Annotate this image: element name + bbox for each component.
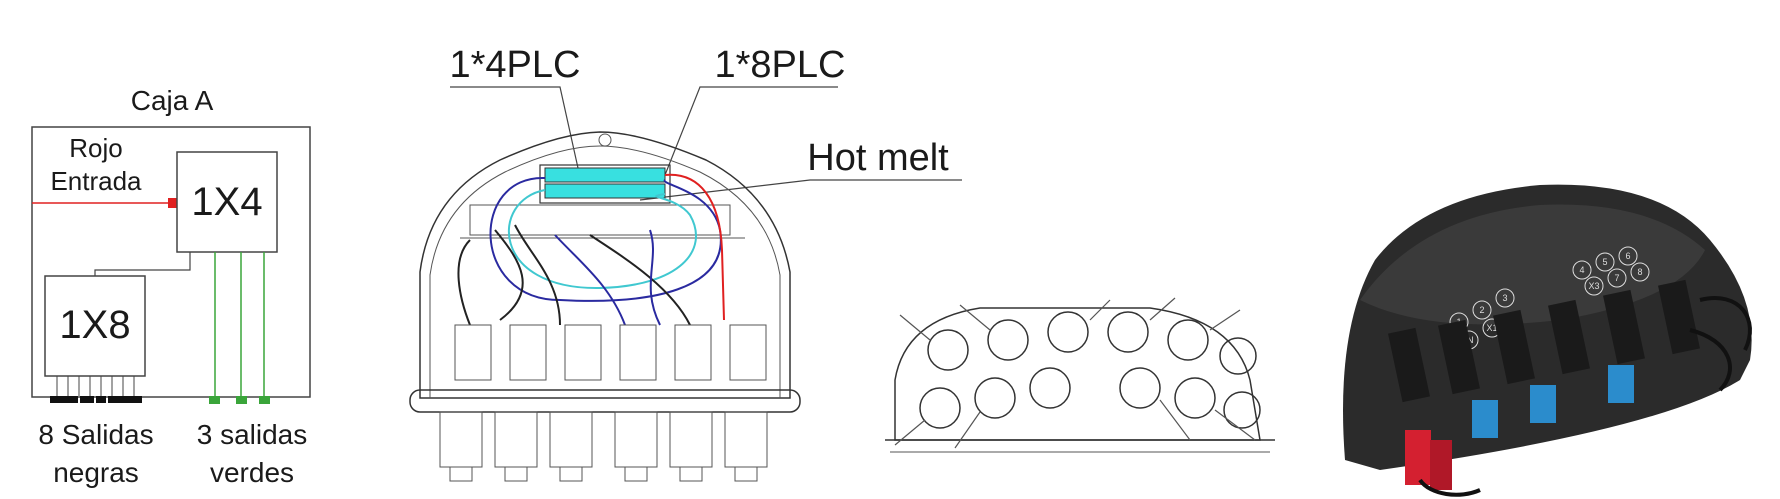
callout-leaders xyxy=(450,86,962,201)
port-row-top xyxy=(927,311,1257,375)
port-label-group-right: 4 5 6 X3 7 8 xyxy=(1572,246,1650,296)
splitter-1x8 xyxy=(44,275,146,377)
black-outputs xyxy=(50,376,142,403)
red-connector xyxy=(1405,430,1431,485)
port-leads xyxy=(894,297,1256,449)
panel-b-interior: 1*4PLC 1*8PLC Hot melt xyxy=(409,44,962,482)
link-1x4-to-1x8 xyxy=(94,252,191,276)
blue-connector xyxy=(1608,365,1634,403)
base-plate xyxy=(409,389,801,413)
panel-a-schematic: Caja A Rojo Entrada 1X4 1X8 xyxy=(31,85,311,488)
bottom-adapters xyxy=(439,411,768,482)
svg-text:X3: X3 xyxy=(1588,281,1599,291)
callout-hotmelt: Hot melt xyxy=(807,137,949,179)
port-face-outline xyxy=(894,307,1261,441)
green-outputs-label-line2: verdes xyxy=(210,457,294,488)
red-connector xyxy=(1430,440,1452,490)
input-label-line1: Rojo xyxy=(69,133,122,163)
svg-text:8: 8 xyxy=(1637,267,1642,277)
panel-d-product-photo: 1 2 3 IN X1 4 5 6 X3 7 8 xyxy=(1343,184,1752,497)
green-outputs-label-line1: 3 salidas xyxy=(197,419,308,450)
green-outputs xyxy=(209,252,270,404)
panel-c-port-face xyxy=(885,297,1275,453)
svg-text:3: 3 xyxy=(1502,293,1507,303)
splitter-1x8-label: 1X8 xyxy=(59,303,130,347)
splitter-1x4-label: 1X4 xyxy=(191,180,262,224)
port-row-bottom xyxy=(919,367,1261,429)
callout-plc8: 1*8PLC xyxy=(715,44,846,86)
cable-glands xyxy=(454,324,767,381)
plc-1x8-body xyxy=(544,183,666,199)
blue-connector xyxy=(1472,400,1498,438)
black-outputs-label-line2: negras xyxy=(53,457,139,488)
svg-text:4: 4 xyxy=(1579,265,1584,275)
black-outputs-label-line1: 8 Salidas xyxy=(38,419,153,450)
svg-text:5: 5 xyxy=(1602,257,1607,267)
callout-plc4: 1*4PLC xyxy=(450,44,581,86)
mounting-hole xyxy=(598,133,612,147)
fiber-routing xyxy=(457,173,725,326)
svg-text:7: 7 xyxy=(1614,273,1619,283)
svg-text:X1: X1 xyxy=(1486,323,1497,333)
red-input-connector xyxy=(168,198,178,208)
plc-1x4-body xyxy=(544,167,666,183)
splice-tray xyxy=(469,204,731,236)
housing-outline xyxy=(419,131,791,399)
blue-connector xyxy=(1530,385,1556,423)
input-label-line2: Entrada xyxy=(50,166,142,196)
box-title: Caja A xyxy=(131,85,214,116)
splitter-1x4 xyxy=(176,151,278,253)
box-a-outline xyxy=(31,126,311,398)
housing-inner-outline xyxy=(429,145,781,398)
product-cables xyxy=(1418,296,1752,497)
svg-text:6: 6 xyxy=(1625,251,1630,261)
product-connectors xyxy=(1388,279,1700,490)
svg-text:2: 2 xyxy=(1479,305,1484,315)
